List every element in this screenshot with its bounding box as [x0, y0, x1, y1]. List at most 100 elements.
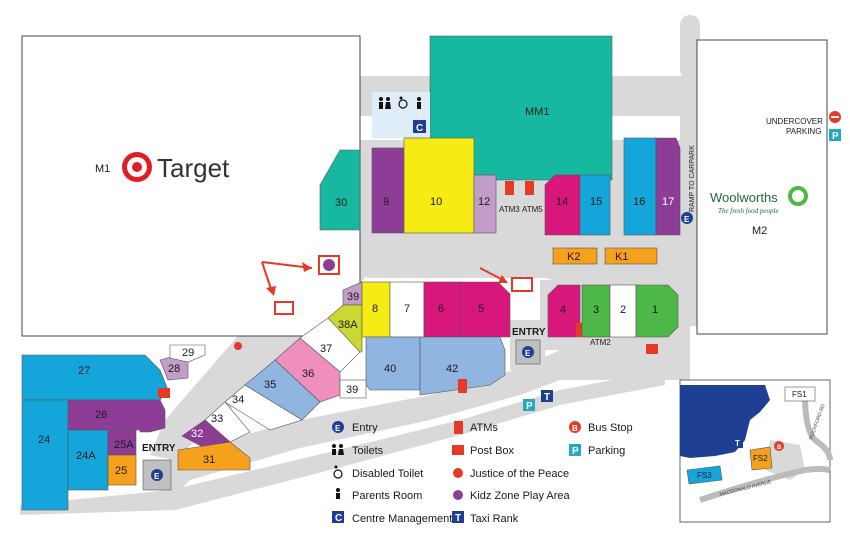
shop-24[interactable]: 24: [21, 399, 69, 511]
atm-2[interactable]: ATM2: [576, 323, 611, 347]
shop-12[interactable]: 12: [473, 174, 497, 234]
svg-text:39: 39: [346, 384, 358, 396]
svg-text:T: T: [544, 392, 550, 403]
atm-3[interactable]: ATM3: [499, 181, 520, 214]
entry-marker-ramp[interactable]: E: [681, 212, 693, 224]
svg-text:33: 33: [211, 413, 223, 425]
disabled-toilet-legend-icon: [333, 465, 343, 479]
locator-fs2: FS2: [749, 446, 773, 471]
shop-9[interactable]: 9: [371, 147, 405, 234]
svg-text:Disabled Toilet: Disabled Toilet: [352, 468, 423, 480]
undercover-line2: PARKING: [786, 127, 821, 136]
shop-1[interactable]: 1: [635, 284, 679, 338]
shop-2[interactable]: 2: [609, 284, 637, 338]
shop-14[interactable]: 14: [544, 174, 581, 236]
svg-text:17: 17: [662, 196, 674, 208]
svg-text:Kidz Zone Play Area: Kidz Zone Play Area: [470, 490, 571, 502]
target-store[interactable]: M1 Target: [21, 35, 361, 337]
svg-text:K1: K1: [615, 251, 628, 263]
shop-7[interactable]: 7: [389, 281, 425, 338]
woolworths-name: Woolworths: [710, 190, 778, 205]
svg-text:14: 14: [556, 196, 568, 208]
svg-text:30: 30: [335, 197, 347, 209]
svg-text:T: T: [455, 513, 461, 524]
svg-text:5: 5: [478, 303, 484, 315]
woolworths-tagline: The fresh food people: [718, 207, 779, 215]
shop-24a[interactable]: 24A: [67, 429, 109, 491]
svg-text:P: P: [526, 401, 533, 412]
svg-text:Parking: Parking: [588, 445, 625, 457]
svg-text:P: P: [832, 131, 839, 142]
svg-text:E: E: [684, 215, 690, 224]
shop-30[interactable]: 30: [319, 149, 361, 231]
svg-text:C: C: [335, 513, 342, 524]
woolworths-code: M2: [752, 225, 767, 237]
shop-27[interactable]: 27: [21, 354, 169, 401]
legend-atms: ATMs: [454, 421, 498, 434]
locator-fs3: FS3: [686, 465, 723, 485]
shop-3[interactable]: 3: [581, 284, 611, 338]
svg-text:25A: 25A: [114, 439, 134, 451]
svg-text:K2: K2: [567, 251, 580, 263]
shop-42[interactable]: 42: [419, 336, 506, 396]
locator-bus-icon: B: [774, 441, 784, 451]
shop-35[interactable]: 35: [244, 359, 321, 421]
shop-26[interactable]: 26: [67, 399, 166, 433]
shop-16[interactable]: 16: [623, 137, 657, 236]
shop-39-upper[interactable]: 39: [342, 281, 363, 306]
undercover-parking: UNDERCOVER PARKING P: [766, 111, 841, 142]
svg-text:Justice of the Peace: Justice of the Peace: [470, 468, 569, 480]
shop-8[interactable]: 8: [361, 281, 391, 338]
svg-text:9: 9: [383, 196, 389, 208]
svg-text:Parents Room: Parents Room: [352, 490, 422, 502]
atm-42[interactable]: [458, 379, 467, 393]
shop-40[interactable]: 40: [365, 336, 421, 391]
mm1-label: MM1: [525, 106, 549, 118]
post-box-icon-left: [158, 388, 170, 398]
svg-text:Post Box: Post Box: [470, 445, 515, 457]
legend-toilets: Toilets: [332, 444, 384, 457]
arrow-marker-1: [261, 261, 313, 315]
parents-room-legend-icon: [336, 488, 340, 499]
svg-text:E: E: [154, 472, 160, 481]
legend-bus-stop: B Bus Stop: [569, 421, 633, 434]
toilets-legend-icon: [332, 444, 344, 455]
atm-5[interactable]: ATM5: [522, 181, 543, 214]
svg-text:29: 29: [182, 347, 194, 359]
kiosk-k1[interactable]: K1: [604, 247, 658, 265]
entry-west[interactable]: ENTRY E: [142, 443, 176, 491]
kiosk-k2[interactable]: K2: [552, 247, 598, 265]
legend-justice-of-the-peace: Justice of the Peace: [453, 468, 569, 480]
svg-text:C: C: [416, 123, 423, 134]
svg-text:Bus Stop: Bus Stop: [588, 422, 633, 434]
entry-centre[interactable]: ENTRY E: [512, 327, 546, 365]
locator-taxi-icon: T: [733, 438, 743, 448]
svg-text:25: 25: [115, 465, 127, 477]
svg-text:2: 2: [620, 304, 626, 316]
parents-room-icon: [417, 97, 421, 109]
woolworths-store[interactable]: Woolworths The fresh food people M2: [696, 39, 828, 335]
shop-34[interactable]: 34: [224, 384, 303, 431]
shop-25a[interactable]: 25A: [107, 429, 137, 456]
svg-text:24A: 24A: [76, 450, 96, 462]
svg-text:Entry: Entry: [352, 422, 378, 434]
svg-text:B: B: [777, 445, 782, 451]
shop-31[interactable]: 31: [177, 441, 251, 471]
svg-text:27: 27: [78, 365, 90, 377]
shop-15[interactable]: 15: [579, 174, 611, 236]
shop-39-lower[interactable]: 39: [339, 379, 367, 399]
shop-5[interactable]: 5: [459, 281, 511, 338]
target-name: Target: [157, 153, 230, 183]
shop-6[interactable]: 6: [423, 281, 461, 338]
shop-10[interactable]: 10: [403, 137, 475, 234]
shop-4[interactable]: 4: [547, 284, 581, 338]
svg-text:P: P: [572, 446, 579, 457]
svg-text:32: 32: [191, 428, 203, 440]
kidz-zone-icon[interactable]: [318, 255, 340, 275]
shop-29[interactable]: 29: [169, 344, 206, 363]
post-box-icon-right: [646, 344, 658, 354]
shop-17[interactable]: 17: [655, 137, 681, 236]
svg-text:E: E: [335, 424, 341, 433]
shop-25[interactable]: 25: [107, 454, 137, 486]
